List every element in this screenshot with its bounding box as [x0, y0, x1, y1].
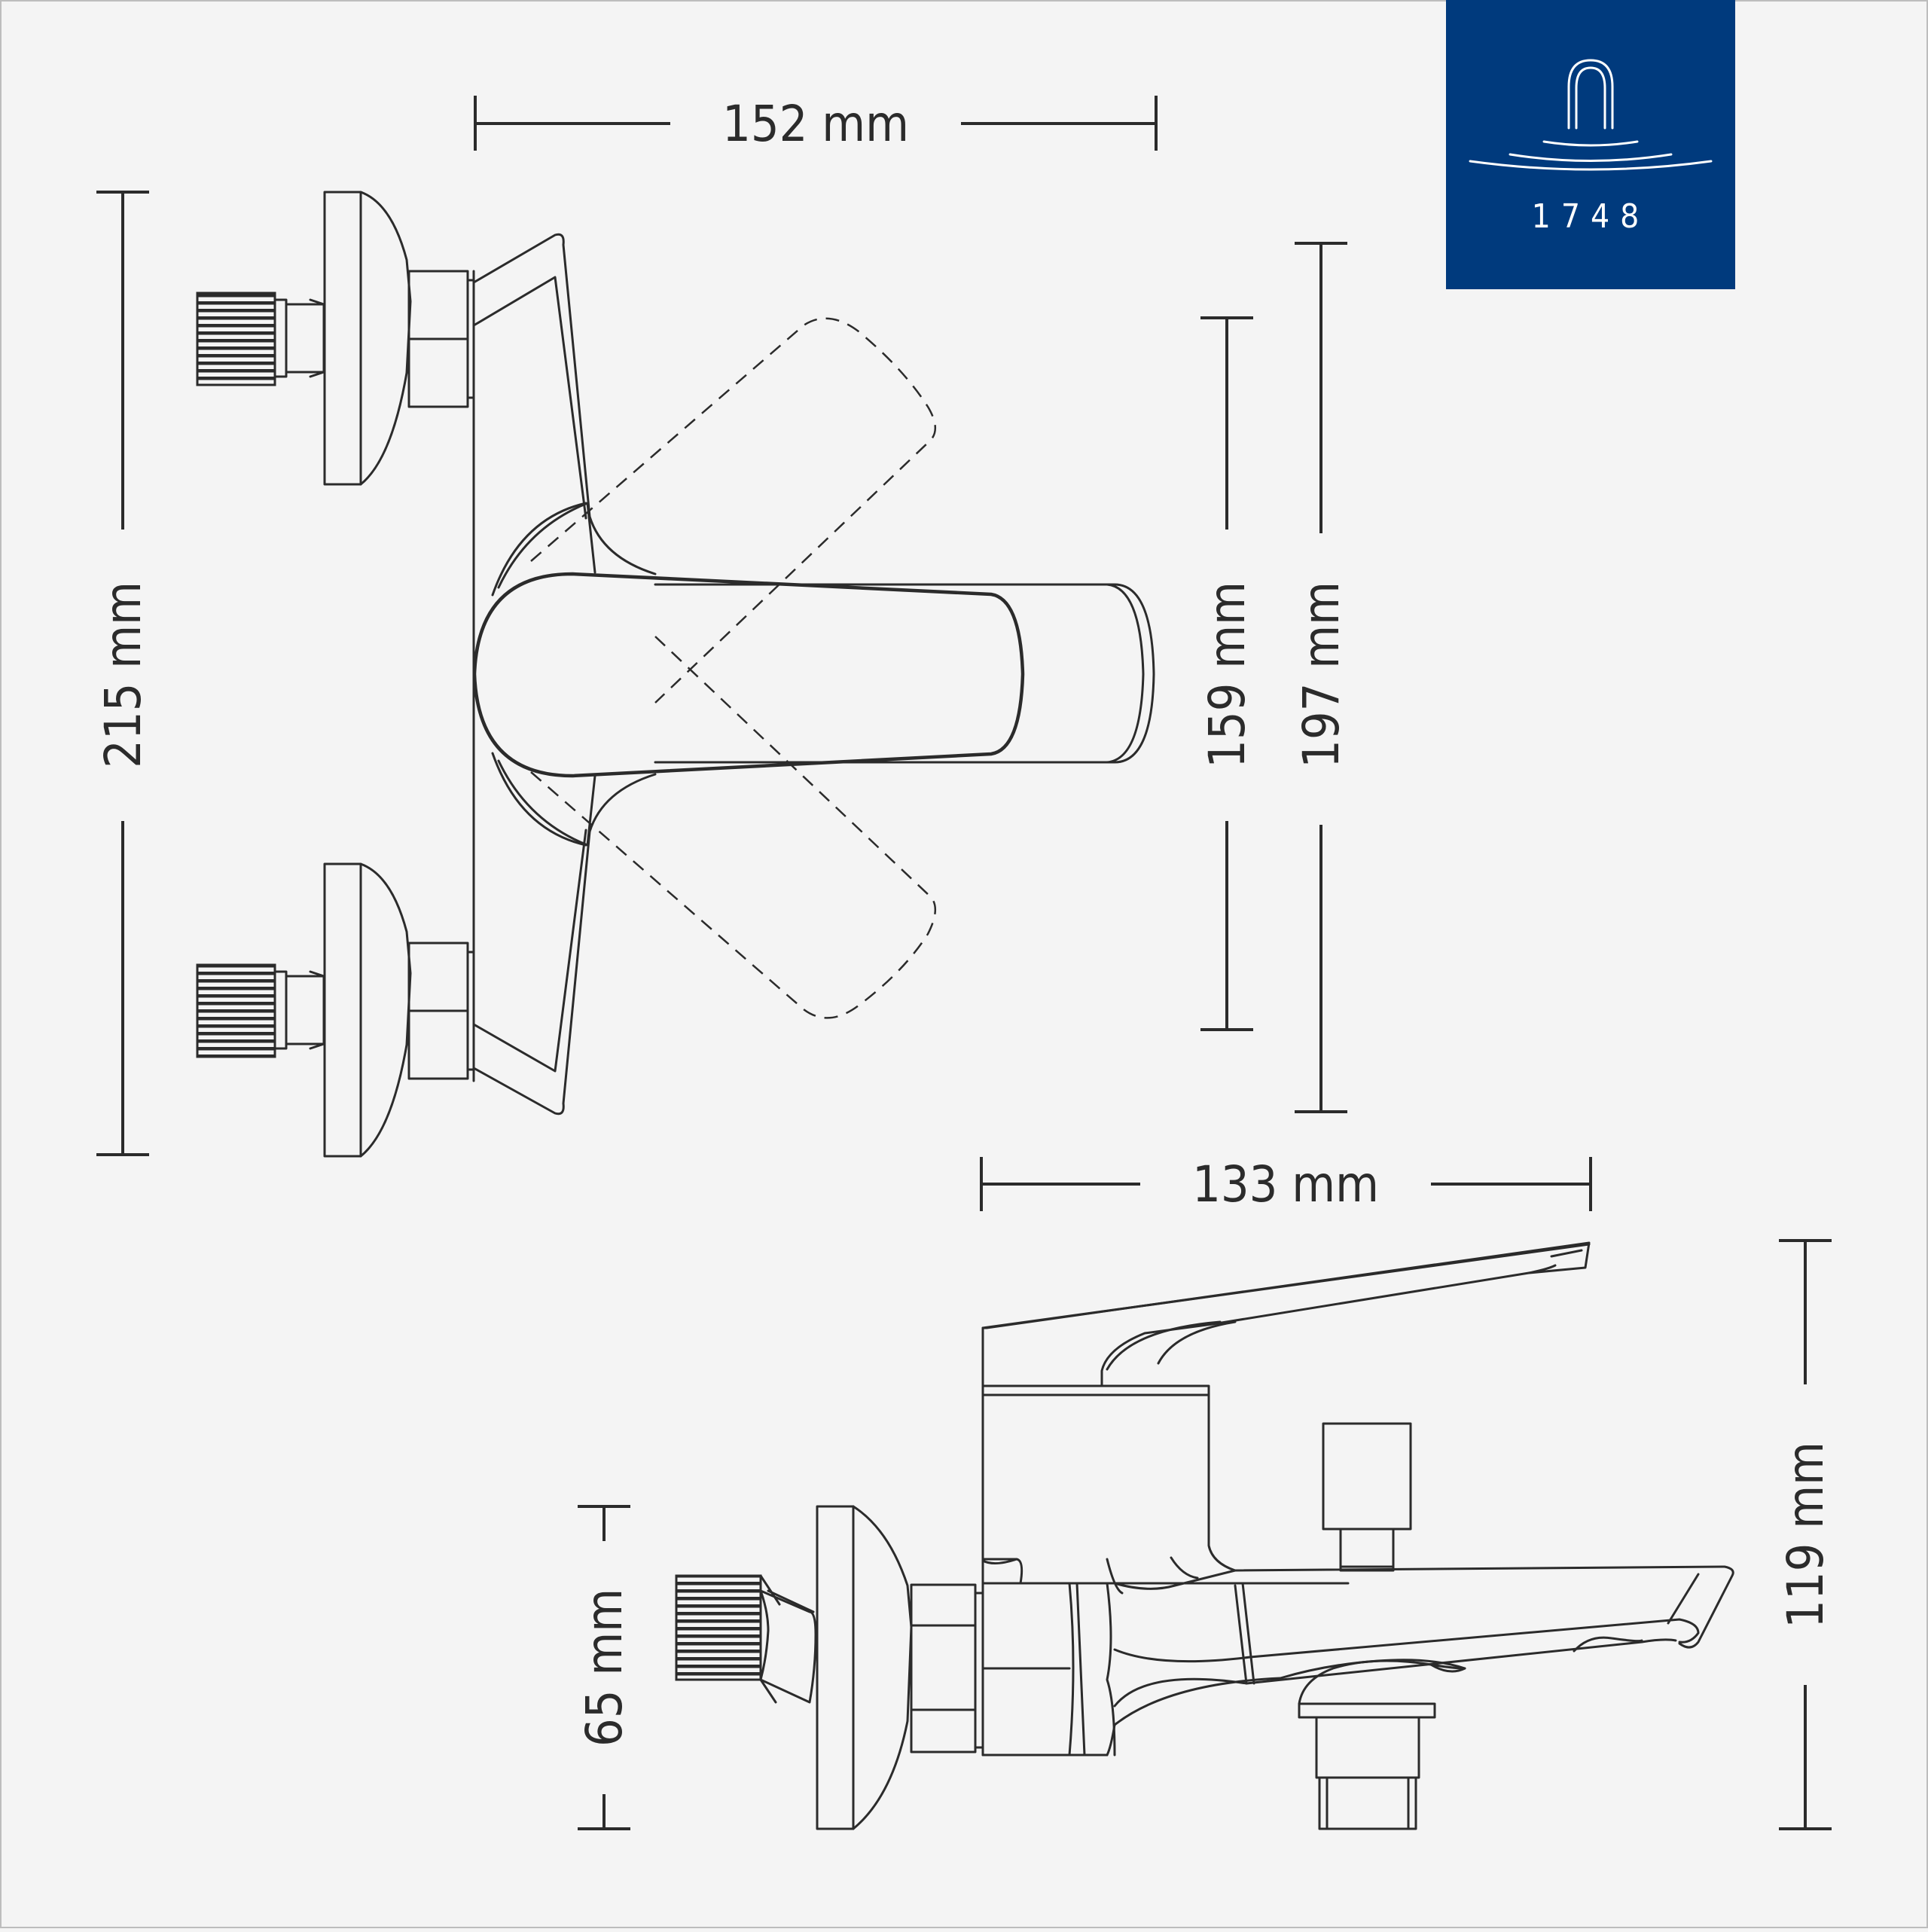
side-lever [981, 1241, 1591, 1387]
dimension-outer-height: 197 mm [1292, 242, 1350, 1113]
faucet-top-view [196, 191, 1155, 1158]
knurled-nut-upper [196, 291, 276, 386]
knurled-nut-lower [196, 963, 276, 1058]
dim-label-133: 133 mm [1192, 1155, 1379, 1213]
bottom-outlet [1298, 1659, 1466, 1830]
dimension-side-height: 119 mm [1777, 1239, 1835, 1830]
brand-logo: 1748 [1446, 0, 1735, 289]
fountain-icon [1469, 59, 1713, 171]
upper-inlet-connector [196, 191, 474, 486]
dim-label-197: 197 mm [1292, 581, 1350, 768]
dimension-inner-height: 159 mm [1198, 316, 1256, 1031]
diverter-knob [1322, 1422, 1412, 1572]
dimension-left-height: 215 mm [94, 191, 152, 1156]
knurled-nut-side [675, 1574, 762, 1681]
side-inlet-connector [675, 1505, 984, 1830]
lower-inlet-connector [196, 862, 474, 1158]
cartridge-cap [981, 1384, 1210, 1396]
dim-label-152: 152 mm [722, 95, 909, 153]
dimension-side-width: 133 mm [980, 1155, 1592, 1213]
logo-year: 1748 [1532, 197, 1650, 236]
dim-label-65: 65 mm [575, 1589, 633, 1747]
dimension-inlet-height: 65 mm [575, 1505, 633, 1830]
handle-rotation-dashed [530, 317, 936, 1019]
dim-label-119: 119 mm [1777, 1442, 1835, 1628]
dimension-top-width: 152 mm [474, 95, 1158, 153]
dim-label-159: 159 mm [1198, 581, 1256, 768]
faucet-side-view [675, 1241, 1734, 1830]
dim-label-215: 215 mm [94, 581, 152, 768]
